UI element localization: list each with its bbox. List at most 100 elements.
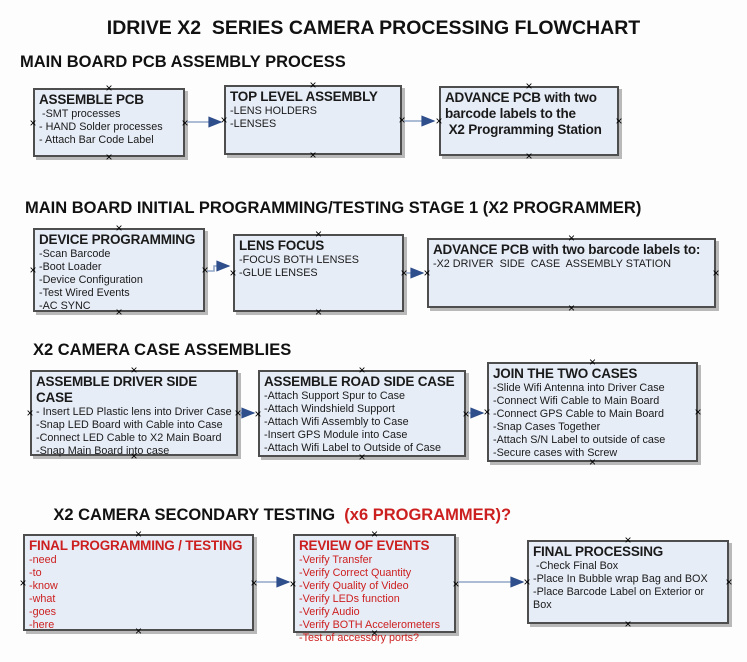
section-heading-pcb-assembly: MAIN BOARD PCB ASSEMBLY PROCESS bbox=[20, 53, 346, 71]
box-line: -AC SYNC bbox=[39, 300, 91, 312]
box-line: -Connect GPS Cable to Main Board bbox=[493, 408, 665, 420]
connection-handle-icon bbox=[434, 117, 444, 125]
box-title: TOP LEVEL ASSEMBLY bbox=[230, 89, 378, 104]
connection-handle-icon bbox=[129, 366, 139, 374]
connection-handle-icon bbox=[129, 452, 139, 460]
connection-handle-icon bbox=[25, 409, 35, 417]
connection-handle-icon bbox=[724, 578, 734, 586]
box-line: -need bbox=[29, 554, 57, 566]
box-line: -goes bbox=[29, 606, 57, 618]
box-line: -X2 DRIVER SIDE CASE ASSEMBLY STATION bbox=[433, 258, 671, 270]
box-line: - Attach Bar Code Label bbox=[39, 134, 154, 146]
box-line: -Test of accessory ports? bbox=[299, 632, 420, 644]
box-title: ASSEMBLE DRIVER SIDE CASE bbox=[36, 374, 201, 405]
box-title: JOIN THE TWO CASES bbox=[493, 366, 638, 381]
box-line: -know bbox=[29, 580, 58, 592]
connection-handle-icon bbox=[308, 81, 318, 89]
box-line: -Snap Cases Together bbox=[493, 421, 601, 433]
connection-handle-icon bbox=[693, 408, 703, 416]
box-title: FINAL PROCESSING bbox=[533, 544, 664, 559]
box-line: -Verify Audio bbox=[299, 606, 360, 618]
box-title: FINAL PROGRAMMING / TESTING bbox=[29, 538, 243, 553]
flow-box-advance-pcb-driver-side[interactable]: ADVANCE PCB with two barcode labels to: … bbox=[427, 238, 716, 308]
box-line: -Attach Windshield Support bbox=[264, 403, 395, 415]
connection-handle-icon bbox=[451, 580, 461, 588]
box-title: DEVICE PROGRAMMING bbox=[39, 232, 196, 247]
box-line: -SMT processes bbox=[39, 108, 121, 120]
box-line: -Check Final Box bbox=[533, 560, 619, 572]
connection-handle-icon bbox=[308, 151, 318, 159]
connection-handle-icon bbox=[104, 84, 114, 92]
box-line: -LENSES bbox=[230, 118, 277, 130]
flow-box-assemble-pcb[interactable]: ASSEMBLE PCB -SMT processes - HAND Solde… bbox=[33, 88, 185, 157]
page-title: IDRIVE X2 SERIES CAMERA PROCESSING FLOWC… bbox=[106, 17, 641, 39]
box-line: -Connect Wifi Cable to Main Board bbox=[493, 395, 660, 407]
connection-handle-icon bbox=[397, 116, 407, 124]
flow-box-final-programming-testing[interactable]: FINAL PROGRAMMING / TESTING -need -to -k… bbox=[23, 534, 254, 631]
connection-handle-icon bbox=[357, 366, 367, 374]
connection-handle-icon bbox=[180, 119, 190, 127]
connection-handle-icon bbox=[357, 453, 367, 461]
box-line: -Attach Wifi Assembly to Case bbox=[264, 416, 409, 428]
box-line: -Attach Support Spur to Case bbox=[264, 390, 406, 402]
box-line: -what bbox=[29, 593, 56, 605]
box-title: REVIEW OF EVENTS bbox=[299, 538, 430, 553]
connection-handle-icon bbox=[522, 578, 532, 586]
connection-handle-icon bbox=[114, 308, 124, 316]
flow-box-device-programming[interactable]: DEVICE PROGRAMMING -Scan Barcode -Boot L… bbox=[33, 228, 205, 312]
box-line: -Boot Loader bbox=[39, 261, 102, 273]
connection-handle-icon bbox=[524, 152, 534, 160]
box-line: -Verify BOTH Accelerometers bbox=[299, 619, 440, 631]
connection-handle-icon bbox=[623, 620, 633, 628]
flow-box-join-the-two-cases[interactable]: JOIN THE TWO CASES -Slide Wifi Antenna i… bbox=[487, 362, 698, 462]
section-heading-secondary-testing: X2 CAMERA SECONDARY TESTING (x6 PROGRAMM… bbox=[35, 487, 511, 544]
box-line: -Device Configuration bbox=[39, 274, 143, 286]
box-line: -Place Barcode Label on Exterior or Box bbox=[533, 586, 708, 611]
connection-handle-icon bbox=[288, 580, 298, 588]
flow-box-assemble-driver-side-case[interactable]: ASSEMBLE DRIVER SIDE CASE - Insert LED P… bbox=[30, 370, 238, 457]
box-line: - HAND Solder processes bbox=[39, 121, 163, 133]
connection-handle-icon bbox=[114, 224, 124, 232]
box-line: -Verify Quality of Video bbox=[299, 580, 409, 592]
flow-box-review-of-events[interactable]: REVIEW OF EVENTS -Verify Transfer -Verif… bbox=[293, 534, 456, 644]
connection-handle-icon bbox=[28, 119, 38, 127]
connection-handle-icon bbox=[134, 627, 144, 635]
connection-handle-icon bbox=[399, 269, 409, 277]
connection-handle-icon bbox=[134, 530, 144, 538]
connection-handle-icon bbox=[28, 266, 38, 274]
box-title: ASSEMBLE PCB bbox=[39, 92, 144, 107]
flow-box-lens-focus[interactable]: LENS FOCUS -FOCUS BOTH LENSES -GLUE LENS… bbox=[233, 234, 404, 312]
flow-box-assemble-road-side-case[interactable]: ASSEMBLE ROAD SIDE CASE -Attach Support … bbox=[258, 370, 466, 457]
box-line: -GLUE LENSES bbox=[239, 267, 318, 279]
connection-handle-icon bbox=[370, 530, 380, 538]
connection-handle-icon bbox=[314, 308, 324, 316]
connection-handle-icon bbox=[253, 410, 263, 418]
connection-handle-icon bbox=[200, 266, 210, 274]
box-title: LENS FOCUS bbox=[239, 238, 325, 253]
section-heading-black-part: X2 CAMERA SECONDARY TESTING bbox=[53, 506, 340, 524]
flow-box-advance-pcb-programming-station[interactable]: ADVANCE PCB with two barcode labels to t… bbox=[439, 86, 619, 156]
connection-handle-icon bbox=[588, 458, 598, 466]
box-title: ASSEMBLE ROAD SIDE CASE bbox=[264, 374, 455, 389]
box-line: -Verify Transfer bbox=[299, 554, 373, 566]
connection-handle-icon bbox=[104, 153, 114, 161]
box-line: -Connect LED Cable to X2 Main Board bbox=[36, 432, 222, 444]
connection-handle-icon bbox=[249, 579, 259, 587]
connection-handle-icon bbox=[461, 410, 471, 418]
connection-handle-icon bbox=[614, 117, 624, 125]
connection-handle-icon bbox=[482, 408, 492, 416]
connection-handle-icon bbox=[228, 269, 238, 277]
connection-handle-icon bbox=[422, 269, 432, 277]
flow-box-top-level-assembly[interactable]: TOP LEVEL ASSEMBLY -LENS HOLDERS -LENSES bbox=[224, 85, 402, 155]
flow-box-final-processing[interactable]: FINAL PROCESSING -Check Final Box -Place… bbox=[527, 540, 729, 624]
connection-handle-icon bbox=[18, 579, 28, 587]
section-heading-case-assemblies: X2 CAMERA CASE ASSEMBLIES bbox=[33, 341, 292, 359]
connection-handle-icon bbox=[314, 230, 324, 238]
box-line: -Verify Correct Quantity bbox=[299, 567, 412, 579]
box-line: -Attach S/N Label to outside of case bbox=[493, 434, 666, 446]
box-line: -Slide Wifi Antenna into Driver Case bbox=[493, 382, 665, 394]
connection-handle-icon bbox=[567, 234, 577, 242]
section-heading-initial-programming: MAIN BOARD INITIAL PROGRAMMING/TESTING S… bbox=[25, 199, 642, 217]
box-line: - Insert LED Plastic lens into Driver Ca… bbox=[36, 406, 232, 418]
